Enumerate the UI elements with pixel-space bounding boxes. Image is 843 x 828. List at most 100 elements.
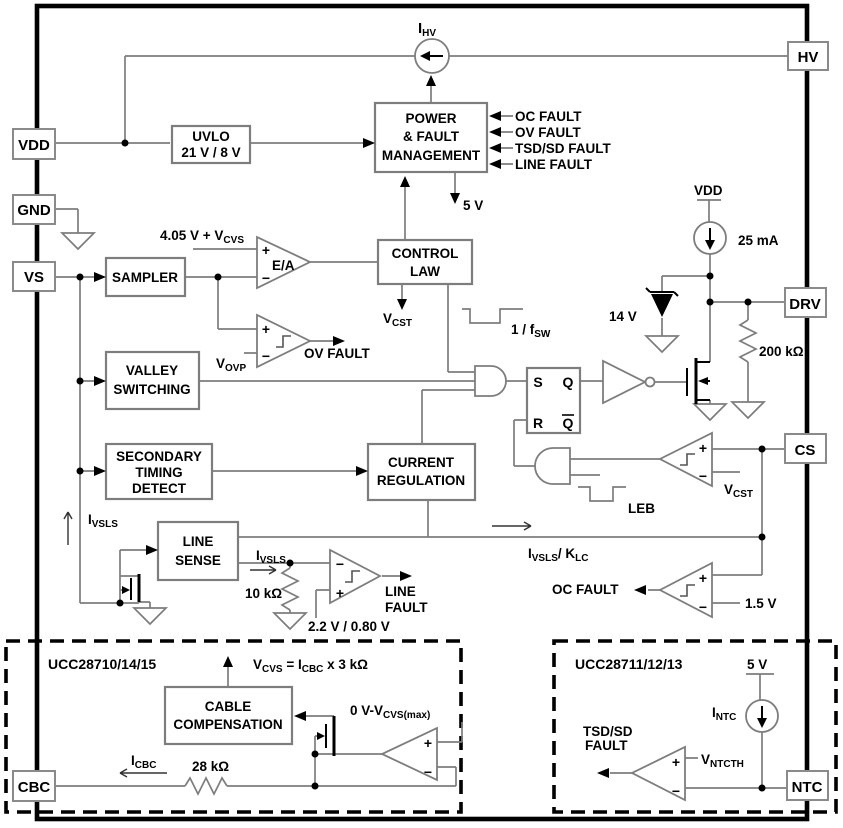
power-fault-management-block: POWER & FAULT MANAGEMENT [373, 101, 489, 174]
label-tsd-fault-in: TSD/SD FAULT [515, 141, 611, 156]
label-ov-fault-out: OV FAULT [304, 346, 371, 361]
fsw-waveform [462, 308, 523, 324]
label-fsw: 1 / fSW [511, 322, 551, 340]
cable-comp-opamp: + − [379, 726, 438, 782]
label-10k: 10 kΩ [245, 586, 282, 601]
label-intc: INTC [712, 705, 736, 723]
leb-and-gate [534, 447, 571, 485]
svg-text:HV: HV [798, 49, 819, 66]
label-28k: 28 kΩ [192, 759, 229, 774]
svg-text:SECONDARY: SECONDARY [116, 449, 202, 464]
svg-text:−: − [699, 468, 707, 484]
label-icbc: ICBC [131, 753, 156, 771]
svg-text:+: + [672, 754, 680, 770]
svg-text:LAW: LAW [410, 264, 440, 279]
svg-text:−: − [672, 783, 680, 799]
ground-symbols [59, 232, 767, 631]
pin-cs: CS [784, 433, 827, 464]
driver-inverter [602, 359, 656, 405]
svg-text:+: + [262, 242, 270, 258]
arrowheads [94, 75, 646, 778]
label-tsd-2: FAULT [585, 738, 628, 753]
current-direction-arrows [63, 511, 532, 778]
svg-text:CURRENT: CURRENT [388, 455, 455, 470]
ovp-comparator: + − [256, 313, 313, 369]
svg-text:LINE: LINE [183, 534, 214, 549]
svg-text:−: − [699, 599, 707, 615]
label-25ma: 25 mA [738, 233, 779, 248]
label-line-fault-in: LINE FAULT [515, 157, 593, 172]
sampler-block: SAMPLER [104, 256, 187, 298]
svg-text:SWITCHING: SWITCHING [113, 382, 190, 397]
svg-text:DETECT: DETECT [132, 481, 187, 496]
svg-text:+: + [699, 570, 707, 586]
drv-mosfet [686, 358, 710, 404]
svg-text:CABLE: CABLE [205, 699, 252, 714]
ntc-current-source [745, 699, 779, 733]
label-ivsls-klc: IVSLS/ KLC [528, 546, 589, 564]
svg-text:CBC: CBC [18, 779, 51, 796]
leb-waveform [578, 486, 626, 502]
svg-text:−: − [262, 348, 270, 364]
label-ivsls-ls: IVSLS [256, 548, 286, 566]
vs-line-sense-mosfet [122, 574, 141, 602]
pin-hv: HV [787, 41, 829, 71]
ucc28711-variant-box [552, 639, 838, 814]
sr-latch: S Q R Q [525, 366, 582, 435]
tsd-comparator: + − [629, 745, 686, 802]
secondary-timing-detect-block: SECONDARY TIMING DETECT [104, 442, 214, 501]
svg-text:+: + [262, 321, 270, 337]
junction-dots [76, 139, 766, 792]
label-vcvs-eq: VCVS = ICBC x 3 kΩ [253, 657, 368, 675]
ea-label: E/A [272, 258, 295, 273]
label-14v: 14 V [609, 309, 637, 324]
pin-ntc: NTC [786, 770, 829, 801]
resistor-200k [738, 319, 758, 363]
svg-text:GND: GND [17, 202, 51, 219]
label-ivsls-vs: IVSLS [88, 512, 118, 530]
label-200k: 200 kΩ [759, 344, 804, 359]
svg-text:& FAULT: & FAULT [403, 129, 460, 144]
label-line-fault-2: FAULT [385, 600, 428, 615]
svg-text:−: − [424, 764, 432, 780]
pin-gnd: GND [12, 194, 56, 225]
label-vovp: VOVP [216, 356, 246, 374]
resistor-10k [280, 567, 300, 611]
svg-text:NTC: NTC [792, 779, 823, 796]
label-ihv: IHV [418, 20, 436, 39]
svg-text:VS: VS [24, 269, 44, 286]
cable-compensation-block: CABLE COMPENSATION [163, 685, 294, 746]
pin-drv: DRV [784, 287, 827, 318]
label-vntcth: VNTCTH [701, 752, 744, 770]
label-5v: 5 V [463, 198, 483, 213]
pin-vs: VS [12, 261, 56, 292]
svg-text:Q: Q [563, 415, 574, 431]
label-vcst-claw: VCST [383, 311, 412, 329]
svg-text:Q: Q [563, 374, 574, 390]
zener-diode-14v [645, 287, 679, 317]
pwm-and-gate [474, 365, 507, 397]
label-vcst-cs: VCST [724, 482, 753, 500]
svg-text:−: − [336, 556, 344, 572]
svg-text:−: − [262, 270, 270, 286]
current-regulation-block: CURRENT REGULATION [366, 442, 477, 502]
cs-comparator: + − [658, 431, 713, 488]
svg-text:SAMPLER: SAMPLER [112, 270, 178, 285]
svg-text:CS: CS [795, 442, 816, 459]
ucc28710-variant-box [4, 639, 463, 814]
label-ucc28710: UCC28710/14/15 [48, 656, 156, 672]
label-leb: LEB [628, 501, 655, 516]
label-5v-ntc: 5 V [747, 657, 767, 672]
hv-current-source [414, 38, 450, 74]
label-line-fault-1: LINE [385, 584, 416, 599]
line-fault-comparator: − + [329, 548, 382, 605]
error-amplifier: + − E/A [256, 235, 313, 290]
label-cvs-range: 0 V-VCVS(max) [350, 703, 430, 721]
vdd-current-source-25ma [693, 221, 727, 255]
cable-comp-mosfet [317, 716, 336, 756]
svg-text:+: + [424, 735, 432, 751]
svg-text:VALLEY: VALLEY [126, 363, 178, 378]
svg-text:CONTROL: CONTROL [392, 246, 459, 261]
